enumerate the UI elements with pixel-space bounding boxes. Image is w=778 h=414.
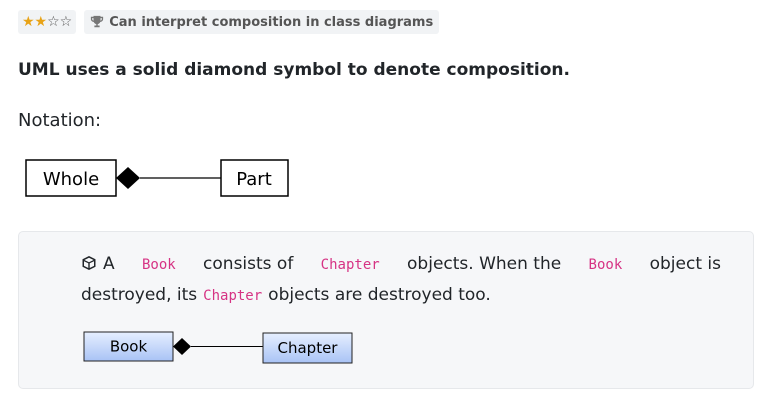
example-line-1: A Book consists of Chapter objects. When… <box>81 249 721 280</box>
example-text-part: object is <box>649 254 721 274</box>
cube-icon <box>82 256 96 270</box>
example-text-part: objects. When the <box>407 254 562 274</box>
trophy-icon <box>91 15 104 28</box>
book-class-box <box>83 331 174 362</box>
example-text-part: objects are destroyed too. <box>268 285 491 305</box>
example-box: A Book consists of Chapter objects. When… <box>18 231 754 389</box>
code-book: Book <box>141 257 176 273</box>
composition-diamond-icon <box>116 167 140 189</box>
chapter-class-label: Chapter <box>278 339 339 357</box>
star-empty-icons: ☆☆ <box>47 14 73 30</box>
book-chapter-diagram: Book Chapter <box>83 331 353 364</box>
whole-class-box <box>25 159 117 197</box>
example-text: A Book consists of Chapter objects. When… <box>81 249 721 311</box>
example-lead: A <box>81 249 115 279</box>
composition-notation-diagram: Whole Part <box>25 159 289 197</box>
example-text-part: consists of <box>203 254 294 274</box>
book-class-label: Book <box>110 338 148 356</box>
code-chapter: Chapter <box>203 288 263 304</box>
notation-label: Notation: <box>18 110 102 131</box>
example-line-2: destroyed, its Chapter objects are destroy… <box>81 280 721 311</box>
composition-diamond-icon <box>173 338 191 355</box>
page-heading: UML uses a solid diamond symbol to denot… <box>18 60 570 80</box>
part-class-label: Part <box>236 169 272 190</box>
code-book: Book <box>588 257 623 273</box>
star-filled-icons: ★★ <box>22 14 48 30</box>
code-chapter: Chapter <box>320 257 380 273</box>
chapter-class-box <box>262 332 353 364</box>
learning-outcome-badge: Can interpret composition in class diagr… <box>84 10 440 34</box>
difficulty-rating: ★★☆☆ <box>18 10 77 34</box>
part-class-box <box>220 159 289 197</box>
whole-class-label: Whole <box>43 169 99 190</box>
learning-outcome-label: Can interpret composition in class diagr… <box>109 14 434 30</box>
example-text-part: destroyed, its <box>81 285 198 305</box>
tag-row: ★★☆☆ Can interpret composition in class … <box>18 10 440 34</box>
